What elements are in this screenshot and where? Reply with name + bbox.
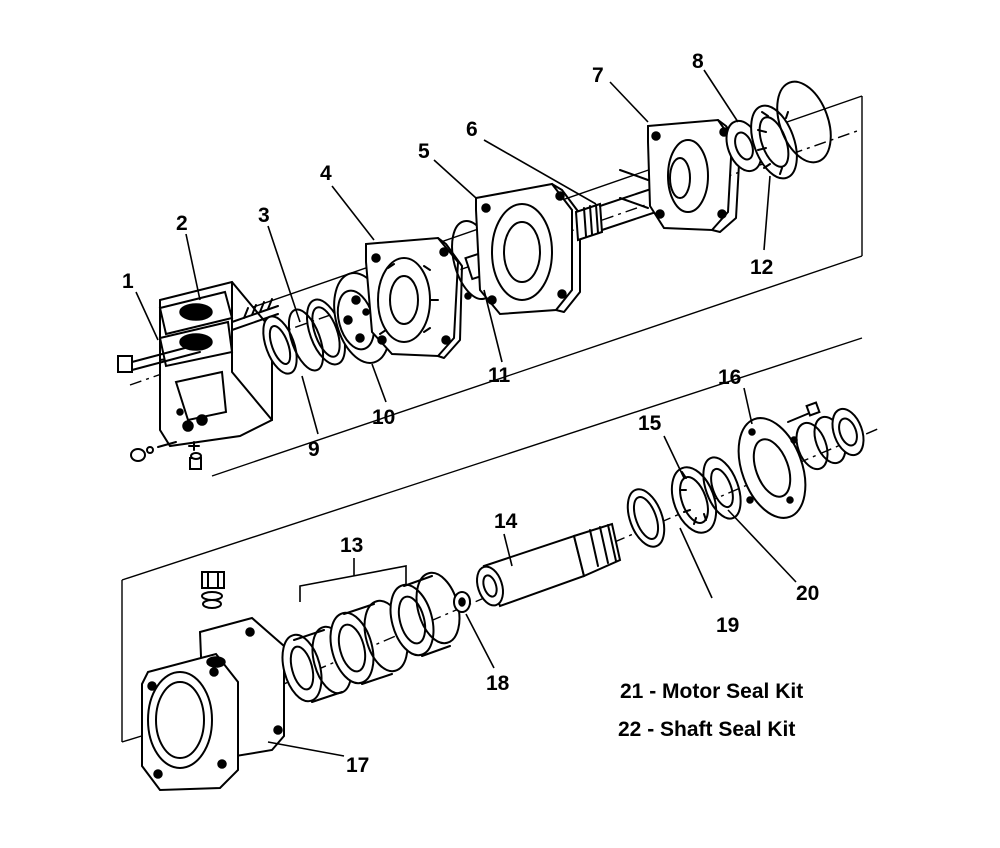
leader-lines (135, 69, 797, 757)
callout-7: 7 (592, 64, 604, 87)
part-plug (201, 571, 225, 609)
part-washer (453, 591, 471, 613)
part-sleeve (476, 522, 622, 608)
part-small-fittings (130, 441, 202, 470)
callout-8: 8 (692, 50, 704, 73)
part-needle-bearings (281, 571, 461, 703)
callout-20: 20 (796, 582, 819, 605)
part-ring-set (626, 456, 742, 548)
part-end-housing (158, 280, 273, 448)
callout-6: 6 (466, 118, 478, 141)
part-end-seals (795, 407, 865, 471)
part-seal-rings (262, 298, 347, 375)
kit-motor-seal: 21 - Motor Seal Kit (620, 680, 803, 703)
callout-10: 10 (372, 406, 395, 429)
part-manifold-plate (365, 236, 463, 359)
callout-19: 19 (716, 614, 739, 637)
callout-11: 11 (488, 364, 511, 387)
part-flange-plate (647, 118, 741, 233)
callout-5: 5 (418, 140, 430, 163)
part-end-seal-disc (776, 80, 832, 164)
callout-13: 13 (340, 534, 363, 557)
callout-1: 1 (122, 270, 134, 293)
callout-14: 14 (494, 510, 518, 533)
part-bearing (750, 104, 798, 180)
callout-12: 12 (750, 256, 773, 279)
callout-9: 9 (308, 438, 320, 461)
callout-17: 17 (346, 754, 369, 777)
callout-3: 3 (258, 204, 270, 227)
callout-16: 16 (718, 366, 741, 389)
kit-legend: 21 - Motor Seal Kit 22 - Shaft Seal Kit (618, 680, 803, 741)
callout-15: 15 (638, 412, 662, 435)
callout-18: 18 (486, 672, 510, 695)
callout-labels: 1 2 3 4 5 6 7 8 9 10 11 12 13 14 15 16 1… (122, 50, 819, 777)
callout-4: 4 (320, 162, 332, 185)
part-end-cover (737, 401, 821, 519)
part-wear-plate (475, 182, 581, 316)
kit-shaft-seal: 22 - Shaft Seal Kit (618, 718, 795, 741)
part-bearing-housing (141, 616, 285, 792)
callout-2: 2 (176, 212, 188, 235)
